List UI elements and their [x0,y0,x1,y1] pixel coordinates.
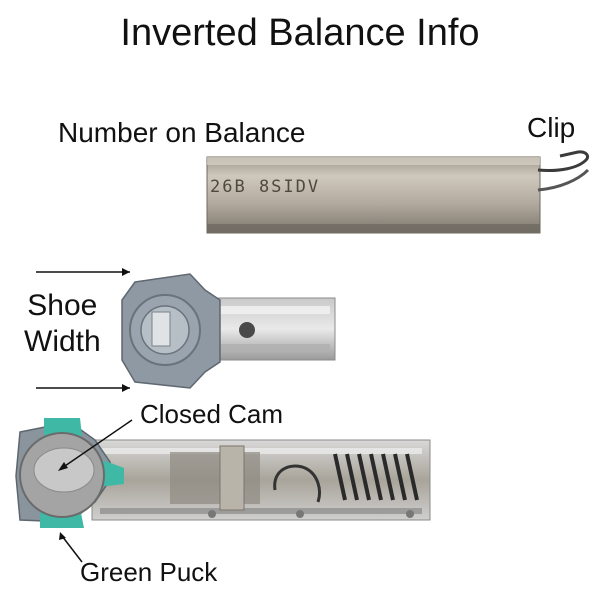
number-on-balance-label: Number on Balance [58,117,306,148]
clip-part [537,150,590,192]
balance-stamp: 26B 8SIDV [210,177,320,197]
closed-cam-arrow [58,419,133,471]
closed-cam-label: Closed Cam [140,399,284,429]
page-title: Inverted Balance Info [120,12,480,54]
shoe-width-line2: Width [24,325,101,358]
shoe-width-label: Shoe Width [24,288,101,360]
balance-bar [206,156,541,234]
green-puck-label: Green Puck [80,557,218,587]
shoe-part [121,273,336,389]
spring [333,453,419,501]
green-puck-arrow [59,532,83,563]
shoe-width-arrows [36,268,130,392]
shoe-width-line1: Shoe [27,289,98,322]
clip-label: Clip [527,112,576,143]
closed-cam [19,432,105,518]
channel-part [91,439,431,521]
